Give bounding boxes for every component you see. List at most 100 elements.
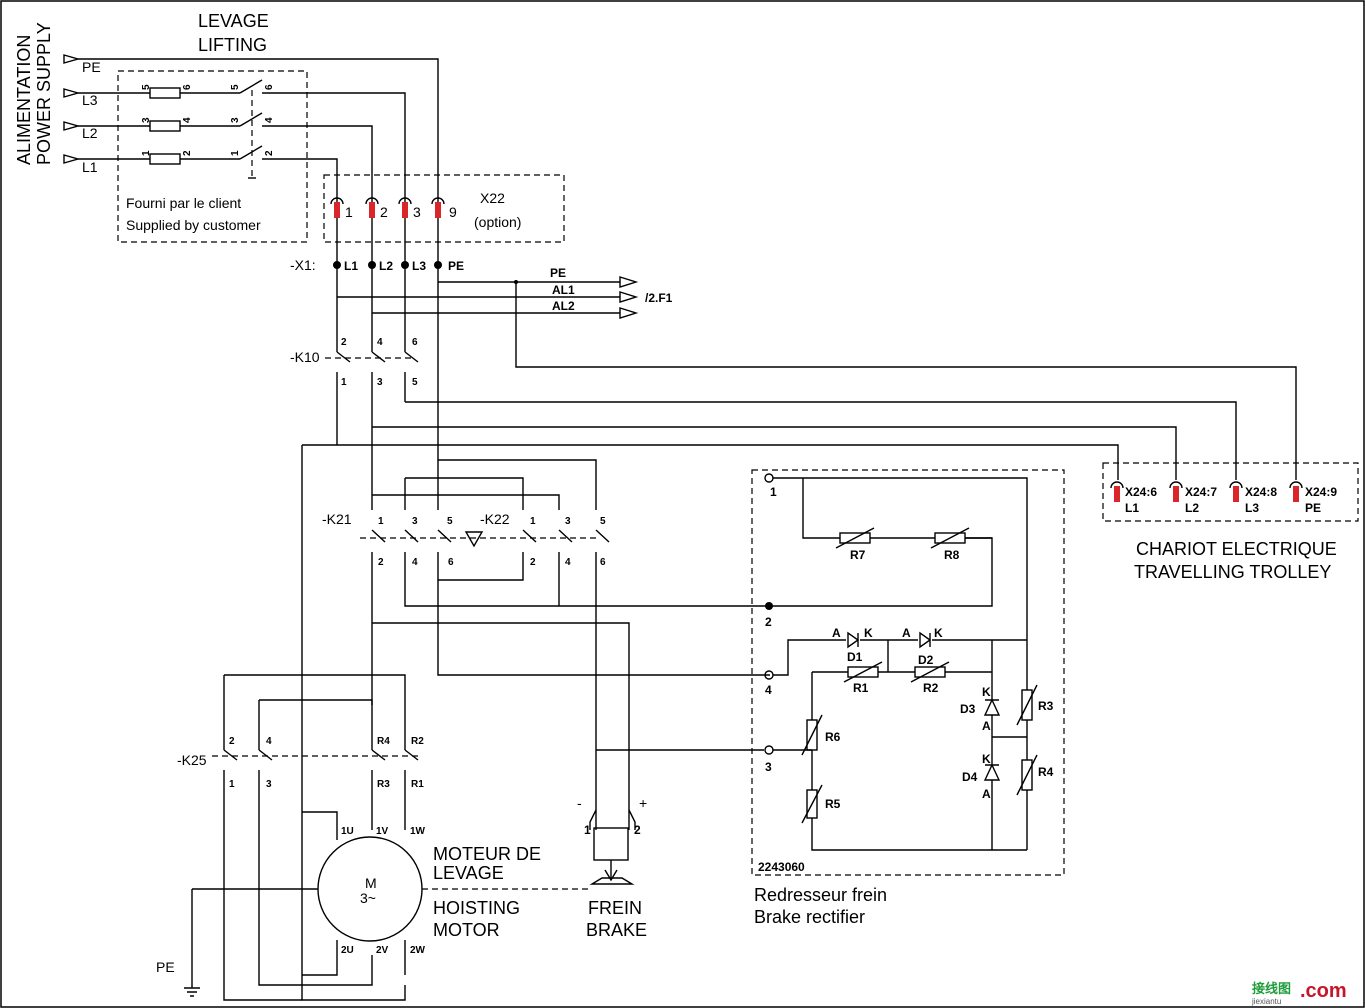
svg-text:2: 2 [229, 736, 235, 747]
svg-text:3: 3 [266, 779, 272, 790]
customer-note-fr: Fourni par le client [126, 195, 241, 211]
svg-text:4: 4 [182, 117, 193, 123]
motor-terminal-labels: 1U 1V 1W 2U 2V 2W [341, 826, 426, 956]
svg-text:R3: R3 [377, 779, 390, 790]
motor-pe: PE [156, 959, 175, 975]
x22-title: X22 [480, 190, 505, 206]
svg-text:R2: R2 [411, 736, 424, 747]
svg-text:A: A [902, 626, 911, 640]
svg-text:R7: R7 [850, 548, 866, 562]
svg-text:4: 4 [266, 736, 272, 747]
k10-label: -K10 [290, 349, 320, 365]
motor [184, 811, 592, 997]
svg-text:1: 1 [530, 516, 536, 527]
x1-label: -X1: [290, 257, 316, 273]
svg-text:1: 1 [345, 204, 353, 220]
svg-text:3: 3 [412, 516, 418, 527]
svg-text:6: 6 [600, 557, 606, 568]
supply-title-fr: ALIMENTATION [14, 35, 34, 165]
svg-text:A: A [982, 719, 991, 733]
svg-text:D2: D2 [918, 653, 934, 667]
rectifier-en: Brake rectifier [754, 907, 865, 927]
x24-box [1102, 462, 1359, 522]
svg-text:D1: D1 [847, 650, 863, 664]
watermark-com: .com [1300, 980, 1347, 1002]
svg-text:L2: L2 [1185, 501, 1199, 515]
svg-text:K: K [982, 685, 991, 699]
svg-text:3: 3 [141, 117, 152, 123]
svg-text:A: A [832, 626, 841, 640]
svg-text:R3: R3 [1038, 699, 1054, 713]
svg-text:X24:9: X24:9 [1305, 485, 1337, 499]
svg-text:2: 2 [341, 337, 347, 348]
svg-text:4: 4 [765, 683, 772, 697]
svg-text:L1: L1 [344, 259, 358, 273]
brake-fr: FREIN [588, 898, 642, 918]
k25-terminal-labels: 2 4 R4 R2 1 3 R3 R1 [229, 736, 424, 790]
svg-text:3: 3 [413, 204, 421, 220]
svg-text:L2: L2 [379, 259, 393, 273]
svg-text:6: 6 [182, 84, 193, 90]
supply-title-en: POWER SUPPLY [34, 22, 54, 165]
svg-text:3: 3 [377, 377, 383, 388]
k21-contacts [360, 529, 610, 581]
svg-text:A: A [982, 787, 991, 801]
svg-text:PE: PE [448, 259, 464, 273]
svg-text:L3: L3 [412, 259, 426, 273]
svg-text:2: 2 [380, 204, 388, 220]
out-pe: PE [550, 266, 566, 280]
supply-wires [78, 58, 439, 202]
svg-text:PE: PE [1305, 501, 1321, 515]
watermark-cn: 接线图 [1252, 981, 1291, 996]
rectifier-code: 2243060 [758, 860, 805, 874]
svg-text:R5: R5 [825, 797, 841, 811]
brake-minus: - [577, 795, 582, 811]
customer-note-en: Supplied by customer [126, 217, 261, 233]
svg-text:R1: R1 [411, 779, 424, 790]
customer-terminal-labels: 5 6 3 4 1 2 5 6 3 4 1 2 [141, 84, 275, 156]
svg-text:1: 1 [230, 150, 241, 156]
x24-labels: X24:6 X24:7 X24:8 X24:9 L1 L2 L3 PE [1125, 485, 1337, 515]
svg-text:2: 2 [182, 150, 193, 156]
motor-en-2: MOTOR [433, 920, 500, 940]
svg-text:2V: 2V [376, 945, 389, 956]
rectifier-circuit [764, 473, 1038, 851]
x22-terminals [330, 197, 445, 218]
svg-text:9: 9 [449, 204, 457, 220]
svg-text:3: 3 [230, 117, 241, 123]
svg-text:R6: R6 [825, 730, 841, 744]
brake-plus: + [639, 795, 647, 811]
out-ref: /2.F1 [645, 291, 673, 305]
svg-text:2: 2 [264, 150, 275, 156]
supply-l3: L3 [82, 92, 98, 108]
trolley-fr: CHARIOT ELECTRIQUE [1136, 539, 1337, 559]
brake-t2: 2 [634, 823, 641, 837]
svg-text:2W: 2W [410, 945, 426, 956]
rectifier-box [751, 469, 1065, 876]
svg-text:X24:7: X24:7 [1185, 485, 1217, 499]
svg-text:1W: 1W [410, 826, 426, 837]
brake-t1: 1 [584, 823, 591, 837]
brake-en: BRAKE [586, 920, 647, 940]
svg-text:6: 6 [264, 84, 275, 90]
k21-terminal-labels: 1 3 5 2 4 6 1 3 5 2 4 6 [378, 516, 606, 568]
x1-wires [336, 218, 439, 352]
svg-text:1: 1 [141, 150, 152, 156]
x22-box [323, 174, 565, 243]
supply-l1: L1 [82, 159, 98, 175]
svg-text:4: 4 [565, 557, 571, 568]
svg-text:3: 3 [765, 760, 772, 774]
svg-text:6: 6 [412, 337, 418, 348]
supply-arrows [63, 54, 81, 164]
svg-text:5: 5 [230, 84, 241, 90]
main-switch [239, 79, 263, 179]
lifting-title-fr: LEVAGE [198, 11, 269, 31]
svg-text:D4: D4 [962, 770, 978, 784]
trolley-en: TRAVELLING TROLLEY [1134, 562, 1331, 582]
svg-text:D3: D3 [960, 702, 976, 716]
k25-contacts [212, 674, 420, 1001]
svg-text:R4: R4 [1038, 765, 1054, 779]
svg-text:1: 1 [341, 377, 347, 388]
customer-box [117, 70, 308, 243]
svg-text:3: 3 [565, 516, 571, 527]
